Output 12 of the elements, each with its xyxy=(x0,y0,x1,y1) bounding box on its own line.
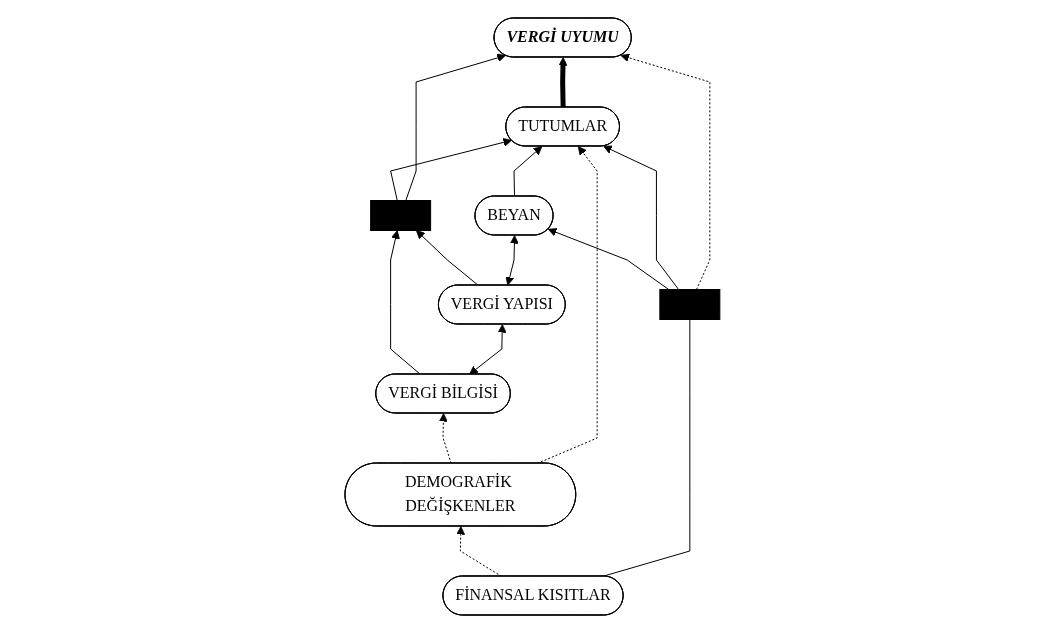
arrow xyxy=(505,234,519,285)
node-bar xyxy=(658,288,720,320)
arrow xyxy=(415,229,479,286)
arrow xyxy=(558,56,567,108)
arrow xyxy=(547,227,669,290)
node-bar xyxy=(369,199,431,231)
arrow xyxy=(404,53,506,201)
arrow xyxy=(389,229,421,375)
arrow xyxy=(602,145,679,290)
arrow xyxy=(468,323,507,375)
arrow xyxy=(389,137,512,201)
arrow xyxy=(513,145,542,197)
